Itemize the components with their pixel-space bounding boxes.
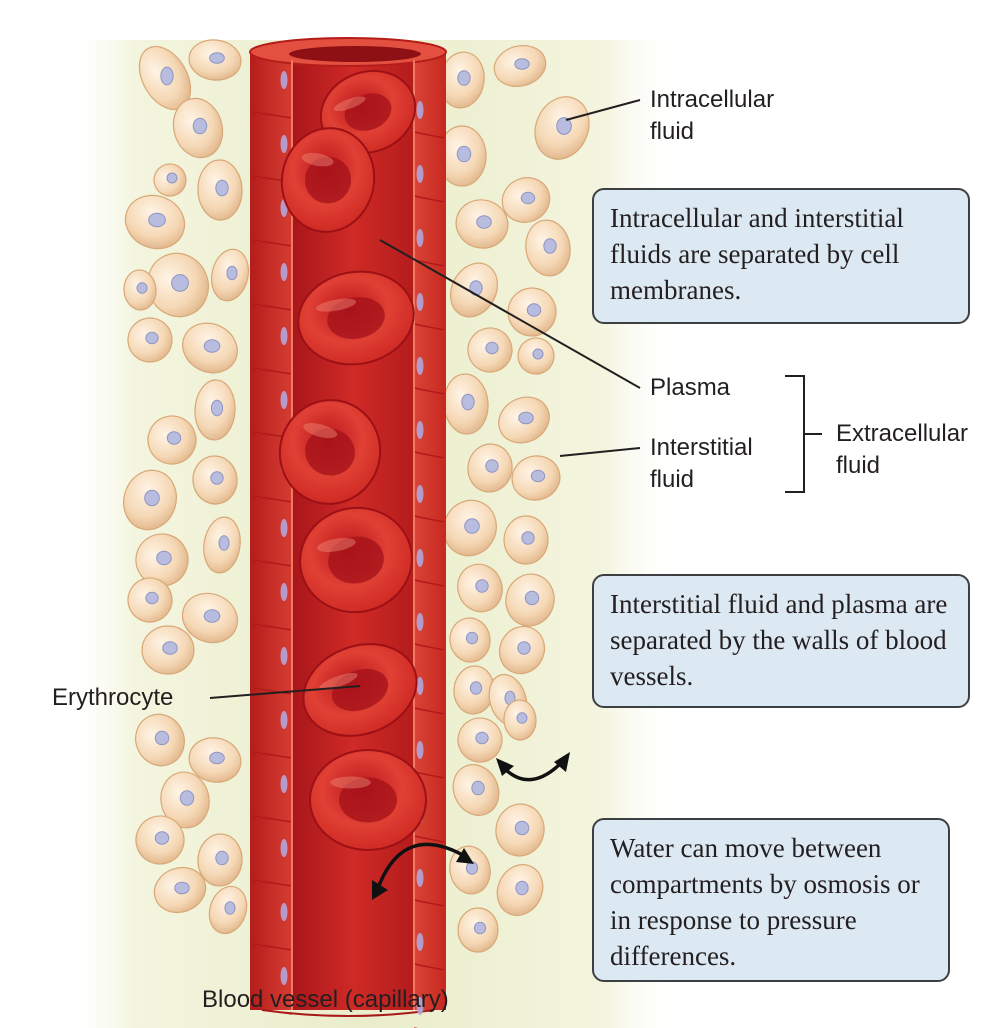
body-cell <box>147 252 209 318</box>
body-cell <box>123 269 157 311</box>
interstitial-fluid-label: Interstitial fluid <box>650 434 753 493</box>
body-cell <box>194 379 236 441</box>
body-cell <box>498 625 546 675</box>
body-cell <box>153 866 207 914</box>
body-cell <box>443 499 497 557</box>
body-cell <box>495 803 545 857</box>
erythrocyte <box>302 643 418 737</box>
body-cell <box>437 125 487 187</box>
body-cell <box>182 322 238 374</box>
erythrocyte <box>278 399 382 505</box>
body-cell <box>505 573 555 627</box>
body-cell <box>123 469 177 531</box>
body-cell <box>197 833 243 887</box>
body-cell <box>455 199 509 249</box>
body-cell <box>443 373 489 435</box>
body-cell <box>457 907 499 953</box>
body-cell <box>210 248 250 302</box>
blood-vessel-label: Blood vessel (capillary) <box>202 986 449 1013</box>
vessel-walls-note: Interstitial fluid and plasma are separa… <box>592 574 970 708</box>
double-arrow-icon <box>372 842 474 900</box>
erythrocyte <box>280 127 376 233</box>
body-cell <box>449 617 491 663</box>
body-cell <box>135 815 185 865</box>
body-cell <box>501 177 551 223</box>
body-cell <box>124 194 186 250</box>
erythrocyte <box>299 506 413 614</box>
body-cell <box>138 45 192 111</box>
body-cell <box>525 219 571 277</box>
body-cell <box>511 455 561 501</box>
membranes-note: Intracellular and interstitial fluids ar… <box>592 188 970 324</box>
body-cell <box>503 515 549 565</box>
body-cell <box>534 96 590 160</box>
body-cell <box>467 443 513 493</box>
body-cell <box>452 764 500 816</box>
body-cell <box>467 327 513 373</box>
body-cell <box>507 287 557 337</box>
erythrocyte <box>309 749 427 851</box>
body-cell <box>457 563 503 613</box>
body-cell <box>147 415 197 465</box>
body-cells <box>123 39 590 953</box>
extracellular-fluid-label: Extracellular fluid <box>836 420 969 479</box>
erythrocyte <box>297 270 415 366</box>
body-cell <box>493 45 547 87</box>
leader-lines <box>209 99 822 699</box>
body-cell <box>153 163 187 197</box>
body-cell <box>457 717 503 763</box>
erythrocytes <box>278 69 427 851</box>
body-cell <box>208 885 248 935</box>
double-arrow-icon <box>496 752 570 782</box>
body-cell <box>439 51 485 109</box>
body-cell <box>127 577 173 623</box>
body-cell <box>517 337 555 375</box>
body-cell <box>135 533 189 587</box>
body-cell <box>188 737 242 783</box>
body-cell <box>192 455 238 505</box>
body-cell <box>127 317 173 363</box>
body-cell <box>496 864 544 916</box>
plasma-label: Plasma <box>650 374 731 401</box>
body-cell <box>203 516 241 574</box>
osmosis-note: Water can move between compartments by o… <box>592 818 950 982</box>
intracellular-fluid-label: Intracellular fluid <box>650 86 775 145</box>
body-cell <box>503 699 537 741</box>
body-cell <box>135 713 185 767</box>
body-cell <box>197 159 243 221</box>
erythrocyte-label: Erythrocyte <box>52 684 174 711</box>
body-cell <box>498 396 550 444</box>
body-cell <box>188 39 242 81</box>
body-cell <box>160 771 210 829</box>
body-cell <box>181 592 239 644</box>
body-cell <box>172 97 224 159</box>
body-cell <box>449 262 499 318</box>
body-cell <box>141 625 195 675</box>
endothelial-cells <box>251 60 445 1028</box>
